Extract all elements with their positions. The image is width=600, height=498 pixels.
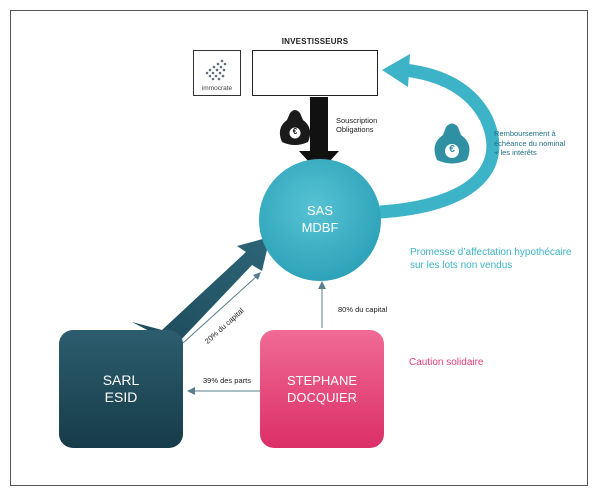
sas-mdbf-label: SAS MDBF xyxy=(270,202,370,236)
repayment-label-line3: + les intérêts xyxy=(494,148,537,157)
capital-80-label: 80% du capital xyxy=(338,305,388,314)
stephane-label-line2: DOCQUIER xyxy=(286,390,358,405)
sarl-label-line2: ESID xyxy=(104,389,138,405)
capital-20-arrow xyxy=(182,272,261,344)
repayment-label-line1: Remboursement à xyxy=(494,129,556,138)
sarl-esid-label: SARL ESID xyxy=(59,372,183,406)
stephane-docquier-node xyxy=(260,330,384,448)
money-bag-euro: € xyxy=(292,127,298,136)
immocrate-logo: immocrate xyxy=(193,50,241,96)
caution-note: Caution solidaire xyxy=(409,357,484,368)
sas-label-line2: MDBF xyxy=(301,220,339,235)
promise-note: Promesse d’affectation hypothécaire sur … xyxy=(410,246,572,272)
parts-39-label: 39% des parts xyxy=(203,376,251,385)
subscription-label-line1: Souscription xyxy=(336,116,378,125)
promise-note-line1: Promesse d’affectation hypothécaire xyxy=(410,247,572,258)
subscription-label-line2: Obligations xyxy=(336,125,374,134)
repayment-label-line2: échéance du nominal xyxy=(494,138,566,148)
sarl-esid-node xyxy=(59,330,183,448)
capital-80-arrow xyxy=(318,281,326,328)
repayment-label: Remboursement à échéance du nominal + le… xyxy=(494,129,565,158)
stephane-docquier-label: STEPHANE DOCQUIER xyxy=(260,372,384,406)
sas-mdbf-node xyxy=(259,159,381,281)
promise-note-line2: sur les lots non vendus xyxy=(410,260,513,271)
diagram-frame xyxy=(10,10,588,486)
investors-box xyxy=(252,50,378,96)
parts-39-arrow xyxy=(187,387,260,395)
subscription-label: Souscription Obligations xyxy=(336,116,377,134)
sas-label-line1: SAS xyxy=(306,203,333,218)
repayment-arrow xyxy=(379,54,500,219)
stephane-label-line1: STEPHANE xyxy=(286,373,358,388)
investors-title: INVESTISSEURS xyxy=(281,37,349,46)
money-bag-teal-euro: € xyxy=(449,144,455,155)
guarantor-arrow xyxy=(132,237,270,345)
money-bag-icon xyxy=(279,110,311,145)
immocrate-logo-icon xyxy=(205,59,227,81)
money-bag-teal-icon xyxy=(434,123,470,164)
sarl-label-line1: SARL xyxy=(102,372,140,388)
immocrate-logo-text: immocrate xyxy=(201,85,233,92)
